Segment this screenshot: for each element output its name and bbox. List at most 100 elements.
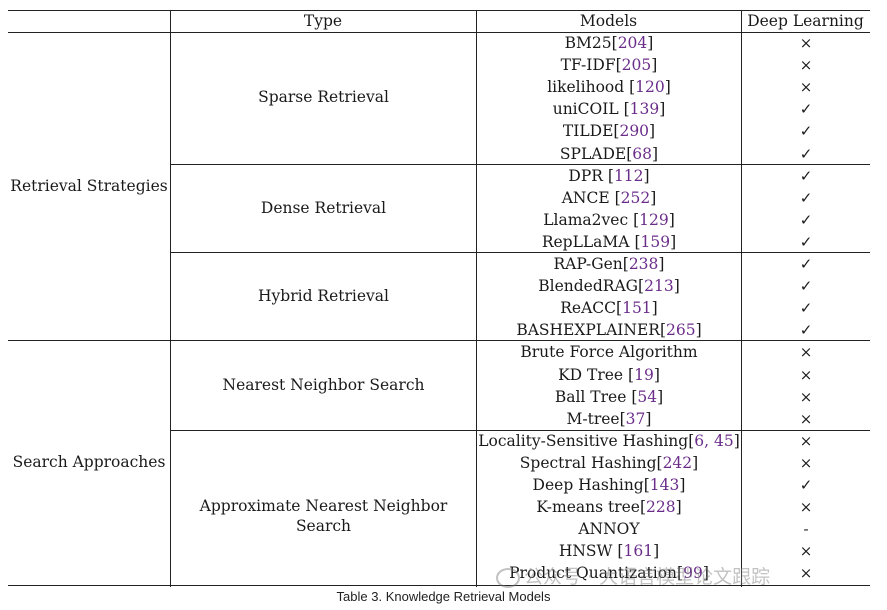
group-label: Search Approaches <box>12 452 166 471</box>
model-cell: Brute Force Algorithm <box>477 341 741 363</box>
type-subgroup-label: Dense Retrieval <box>260 198 387 217</box>
deep-learning-mark: ✓ <box>799 255 813 273</box>
model-name: ReACC <box>560 299 617 318</box>
citation-spacer <box>610 189 615 207</box>
deep-learning-mark: × <box>799 365 813 384</box>
deep-learning-mark: × <box>799 564 813 583</box>
model-cell: DPR [112] <box>568 166 650 185</box>
model-name: uniCOIL <box>552 100 619 119</box>
model-cell: RAP-Gen[238] <box>553 255 665 273</box>
deep-learning-mark: × <box>799 453 813 472</box>
type-subgroup-label: Hybrid Retrieval <box>258 287 389 306</box>
citation-spacer <box>612 542 617 560</box>
deep-learning-mark: ✓ <box>799 277 813 296</box>
citation-link[interactable]: 252 <box>620 188 651 207</box>
citation-link[interactable]: 129 <box>639 210 669 229</box>
header-rule <box>8 32 870 33</box>
citation-link[interactable]: 112 <box>613 166 644 185</box>
citation-link[interactable]: 99 <box>683 564 703 583</box>
type-subgroup-label: Nearest Neighbor Search <box>222 375 425 394</box>
citation-link[interactable]: 19 <box>634 365 654 384</box>
model-cell: Locality-Sensitive Hashing[6, 45] <box>478 431 740 450</box>
citation-spacer <box>603 167 608 185</box>
citation-link[interactable]: 204 <box>617 34 648 52</box>
model-name: BASHEXPLAINER <box>516 321 660 340</box>
citation-link[interactable]: 205 <box>621 56 652 75</box>
deep-learning-mark: ✓ <box>799 299 813 318</box>
model-name: likelihood <box>547 78 625 97</box>
citation-link[interactable]: 6, 45 <box>694 431 734 450</box>
deep-learning-mark: ✓ <box>799 188 813 207</box>
deep-learning-mark: ✓ <box>799 232 813 251</box>
deep-learning-mark: ✓ <box>799 476 813 494</box>
model-cell: Deep Hashing[143] <box>532 476 686 494</box>
citation-link[interactable]: 159 <box>640 232 671 251</box>
model-name: DPR <box>568 166 603 185</box>
column-divider <box>476 10 477 587</box>
citation-spacer <box>626 388 631 406</box>
column-divider <box>741 10 742 587</box>
subgroup-divider <box>170 430 870 431</box>
model-name: RepLLaMA <box>541 232 630 251</box>
citation-spacer <box>628 211 633 229</box>
header-deep-learning: Deep Learning <box>747 12 864 30</box>
group-divider <box>8 340 870 341</box>
subgroup-divider <box>170 252 870 253</box>
model-cell: TILDE[290] <box>562 122 656 141</box>
model-cell: uniCOIL [139] <box>552 100 666 119</box>
model-cell: likelihood [120] <box>547 78 671 97</box>
citation-link[interactable]: 238 <box>628 255 659 273</box>
citation-link[interactable]: 139 <box>629 100 660 119</box>
citation-link[interactable]: 228 <box>646 498 676 517</box>
model-name: K-means tree <box>536 498 640 517</box>
deep-learning-mark: × <box>799 78 813 97</box>
citation-link[interactable]: 143 <box>649 476 680 494</box>
deep-learning-mark: - <box>803 520 809 539</box>
model-name: Product Quantization <box>509 564 678 583</box>
model-name: Locality-Sensitive Hashing <box>478 431 689 450</box>
citation-link[interactable]: 161 <box>623 542 654 561</box>
model-name: SPLADE <box>559 144 627 163</box>
group-label: Retrieval Strategies <box>10 176 168 195</box>
citation-link[interactable]: 68 <box>632 144 652 163</box>
citation-link[interactable]: 290 <box>619 122 650 141</box>
citation-link[interactable]: 37 <box>625 409 646 428</box>
model-cell: K-means tree[228] <box>536 498 682 517</box>
model-name: ANNOY <box>578 520 640 539</box>
retrieval-models-table: Type Models Deep Learning BM25[204]×TF-I… <box>8 10 870 587</box>
deep-learning-mark: ✓ <box>799 144 813 163</box>
model-name: TILDE <box>562 122 614 141</box>
model-cell: BlendedRAG[213] <box>538 277 680 296</box>
model-name: Llama2vec <box>543 210 629 229</box>
deep-learning-mark: × <box>799 431 813 450</box>
model-name: HNSW <box>558 542 613 561</box>
model-name: ANCE <box>561 188 610 207</box>
model-cell: KD Tree [19] <box>558 365 660 384</box>
model-name: M-tree <box>566 409 620 428</box>
citation-link[interactable]: 265 <box>666 321 696 340</box>
model-cell: HNSW [161] <box>558 542 660 561</box>
citation-link[interactable]: 213 <box>644 277 674 296</box>
model-cell: ReACC[151] <box>560 299 658 318</box>
model-name: RAP-Gen <box>553 255 623 273</box>
table-caption: Table 3. Knowledge Retrieval Models <box>336 589 551 604</box>
citation-link[interactable]: 54 <box>637 387 658 406</box>
model-name: KD Tree <box>558 365 624 384</box>
header-type: Type <box>303 12 343 30</box>
table-top-rule <box>8 10 870 11</box>
deep-learning-mark: × <box>799 56 813 75</box>
citation-link[interactable]: 120 <box>635 78 665 97</box>
deep-learning-mark: × <box>799 343 813 362</box>
deep-learning-mark: × <box>799 409 813 428</box>
deep-learning-mark: × <box>799 387 813 406</box>
deep-learning-mark: ✓ <box>799 100 813 119</box>
citation-link[interactable]: 242 <box>662 453 693 472</box>
model-name: Deep Hashing <box>532 476 644 494</box>
deep-learning-mark: ✓ <box>799 122 813 141</box>
model-cell: SPLADE[68] <box>559 144 659 163</box>
citation-link[interactable]: 151 <box>622 299 652 318</box>
deep-learning-mark: × <box>799 34 813 52</box>
citation-spacer <box>623 366 628 384</box>
model-cell: BM25[204] <box>564 34 654 52</box>
model-name: Brute Force Algorithm <box>520 343 698 362</box>
